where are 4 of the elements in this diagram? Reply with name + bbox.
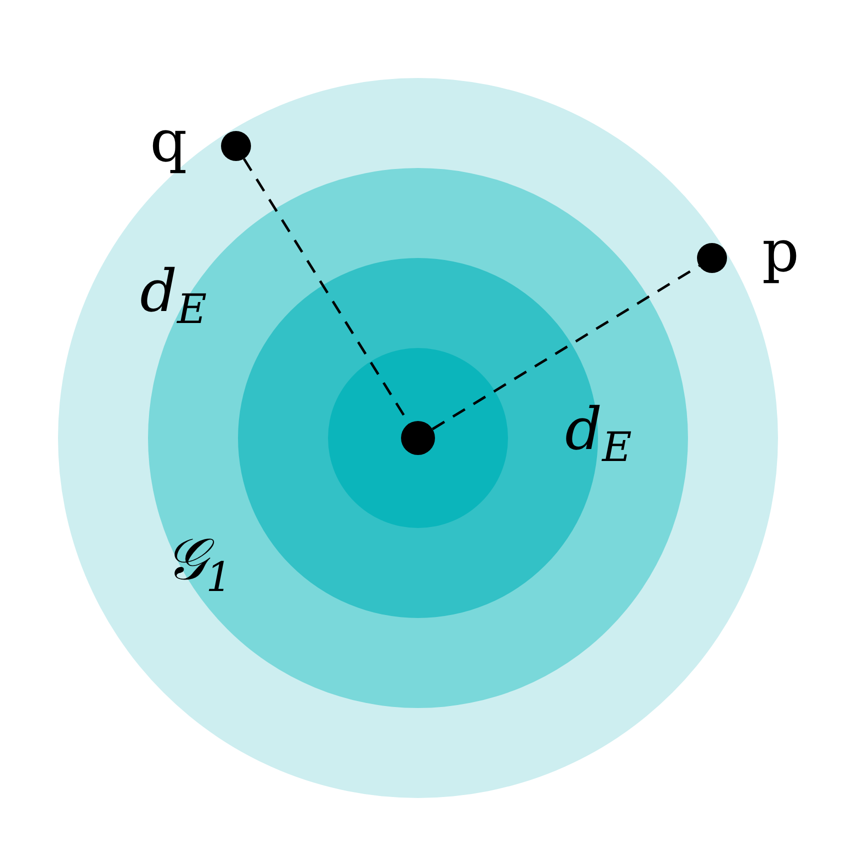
dashed-line (432, 264, 700, 430)
math-label: d$_{E}$ (565, 400, 632, 468)
math-label: 𝒢$_{1}$ (165, 530, 232, 598)
math-label: d$_{E}$ (140, 262, 207, 330)
